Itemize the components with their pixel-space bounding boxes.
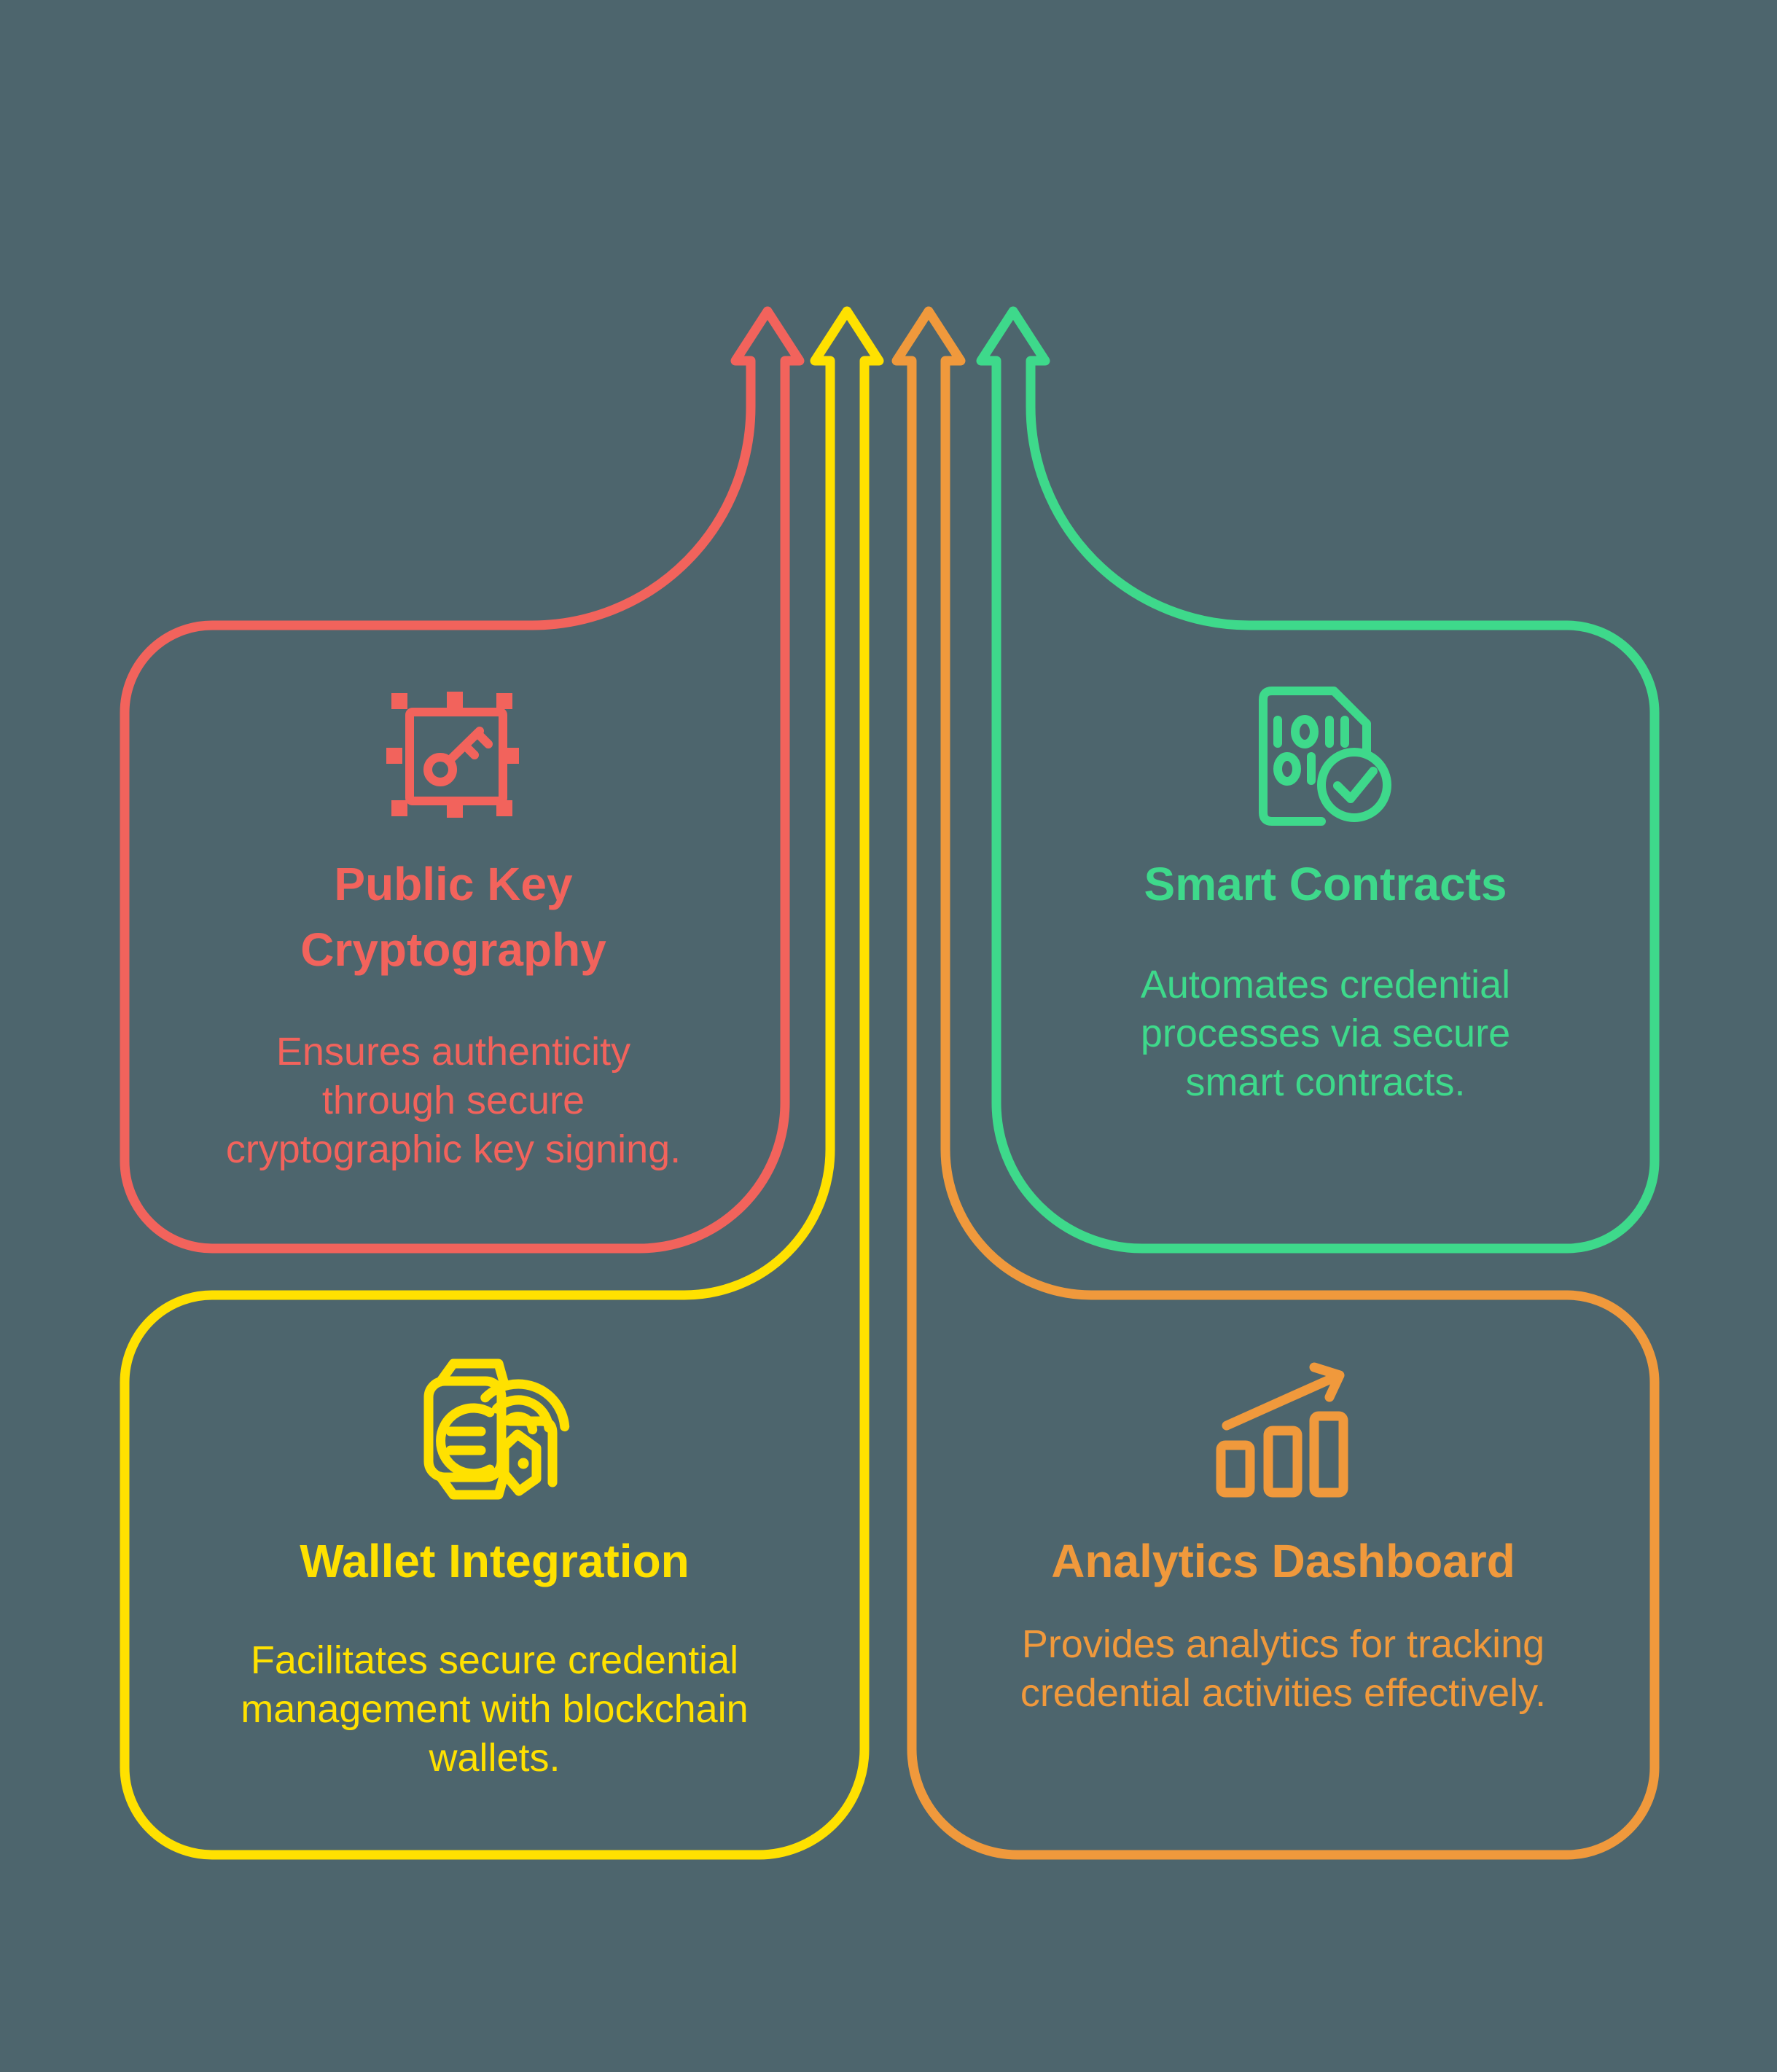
card-public-key-cryptography: Public Key Cryptography Ensures authenti… [125,625,782,1248]
card-title-text: Public Key Cryptography [300,858,606,976]
card-description: Facilitates secure credential management… [241,1638,749,1780]
key-stamp-icon [386,692,519,818]
bar-chart-icon [1216,1362,1348,1498]
card-arrow-outline-public-key [120,306,805,1254]
card-description: Provides analytics for tracking credenti… [1020,1622,1547,1715]
card-smart-contracts: Smart Contracts Automates credential pro… [996,625,1655,1248]
card-wallet-integration: Wallet Integration Facilitates secure cr… [125,1295,864,1855]
card-title: Analytics Dashboard [912,1529,1655,1595]
wallet-contactless-icon [423,1358,570,1500]
card-title-text: Analytics Dashboard [1051,1535,1515,1587]
card-arrow-outline-analytics-dashboard [891,306,1660,1860]
key-stamp-icon-nodes [386,692,519,818]
card-description: Automates credential processes via secur… [1140,963,1511,1104]
card-title: Smart Contracts [996,852,1655,918]
card-analytics-dashboard: Analytics Dashboard Provides analytics f… [912,1295,1655,1855]
card-title: Public Key Cryptography [125,852,782,982]
document-check-icon [1259,687,1391,826]
card-description: Ensures authenticity through secure cryp… [225,1030,681,1171]
card-title-text: Wallet Integration [300,1535,690,1587]
card-arrow-outline-wallet-integration [120,306,884,1860]
card-title-text: Smart Contracts [1144,858,1507,910]
card-arrow-outline-smart-contracts [976,306,1660,1254]
card-title: Wallet Integration [125,1529,864,1595]
